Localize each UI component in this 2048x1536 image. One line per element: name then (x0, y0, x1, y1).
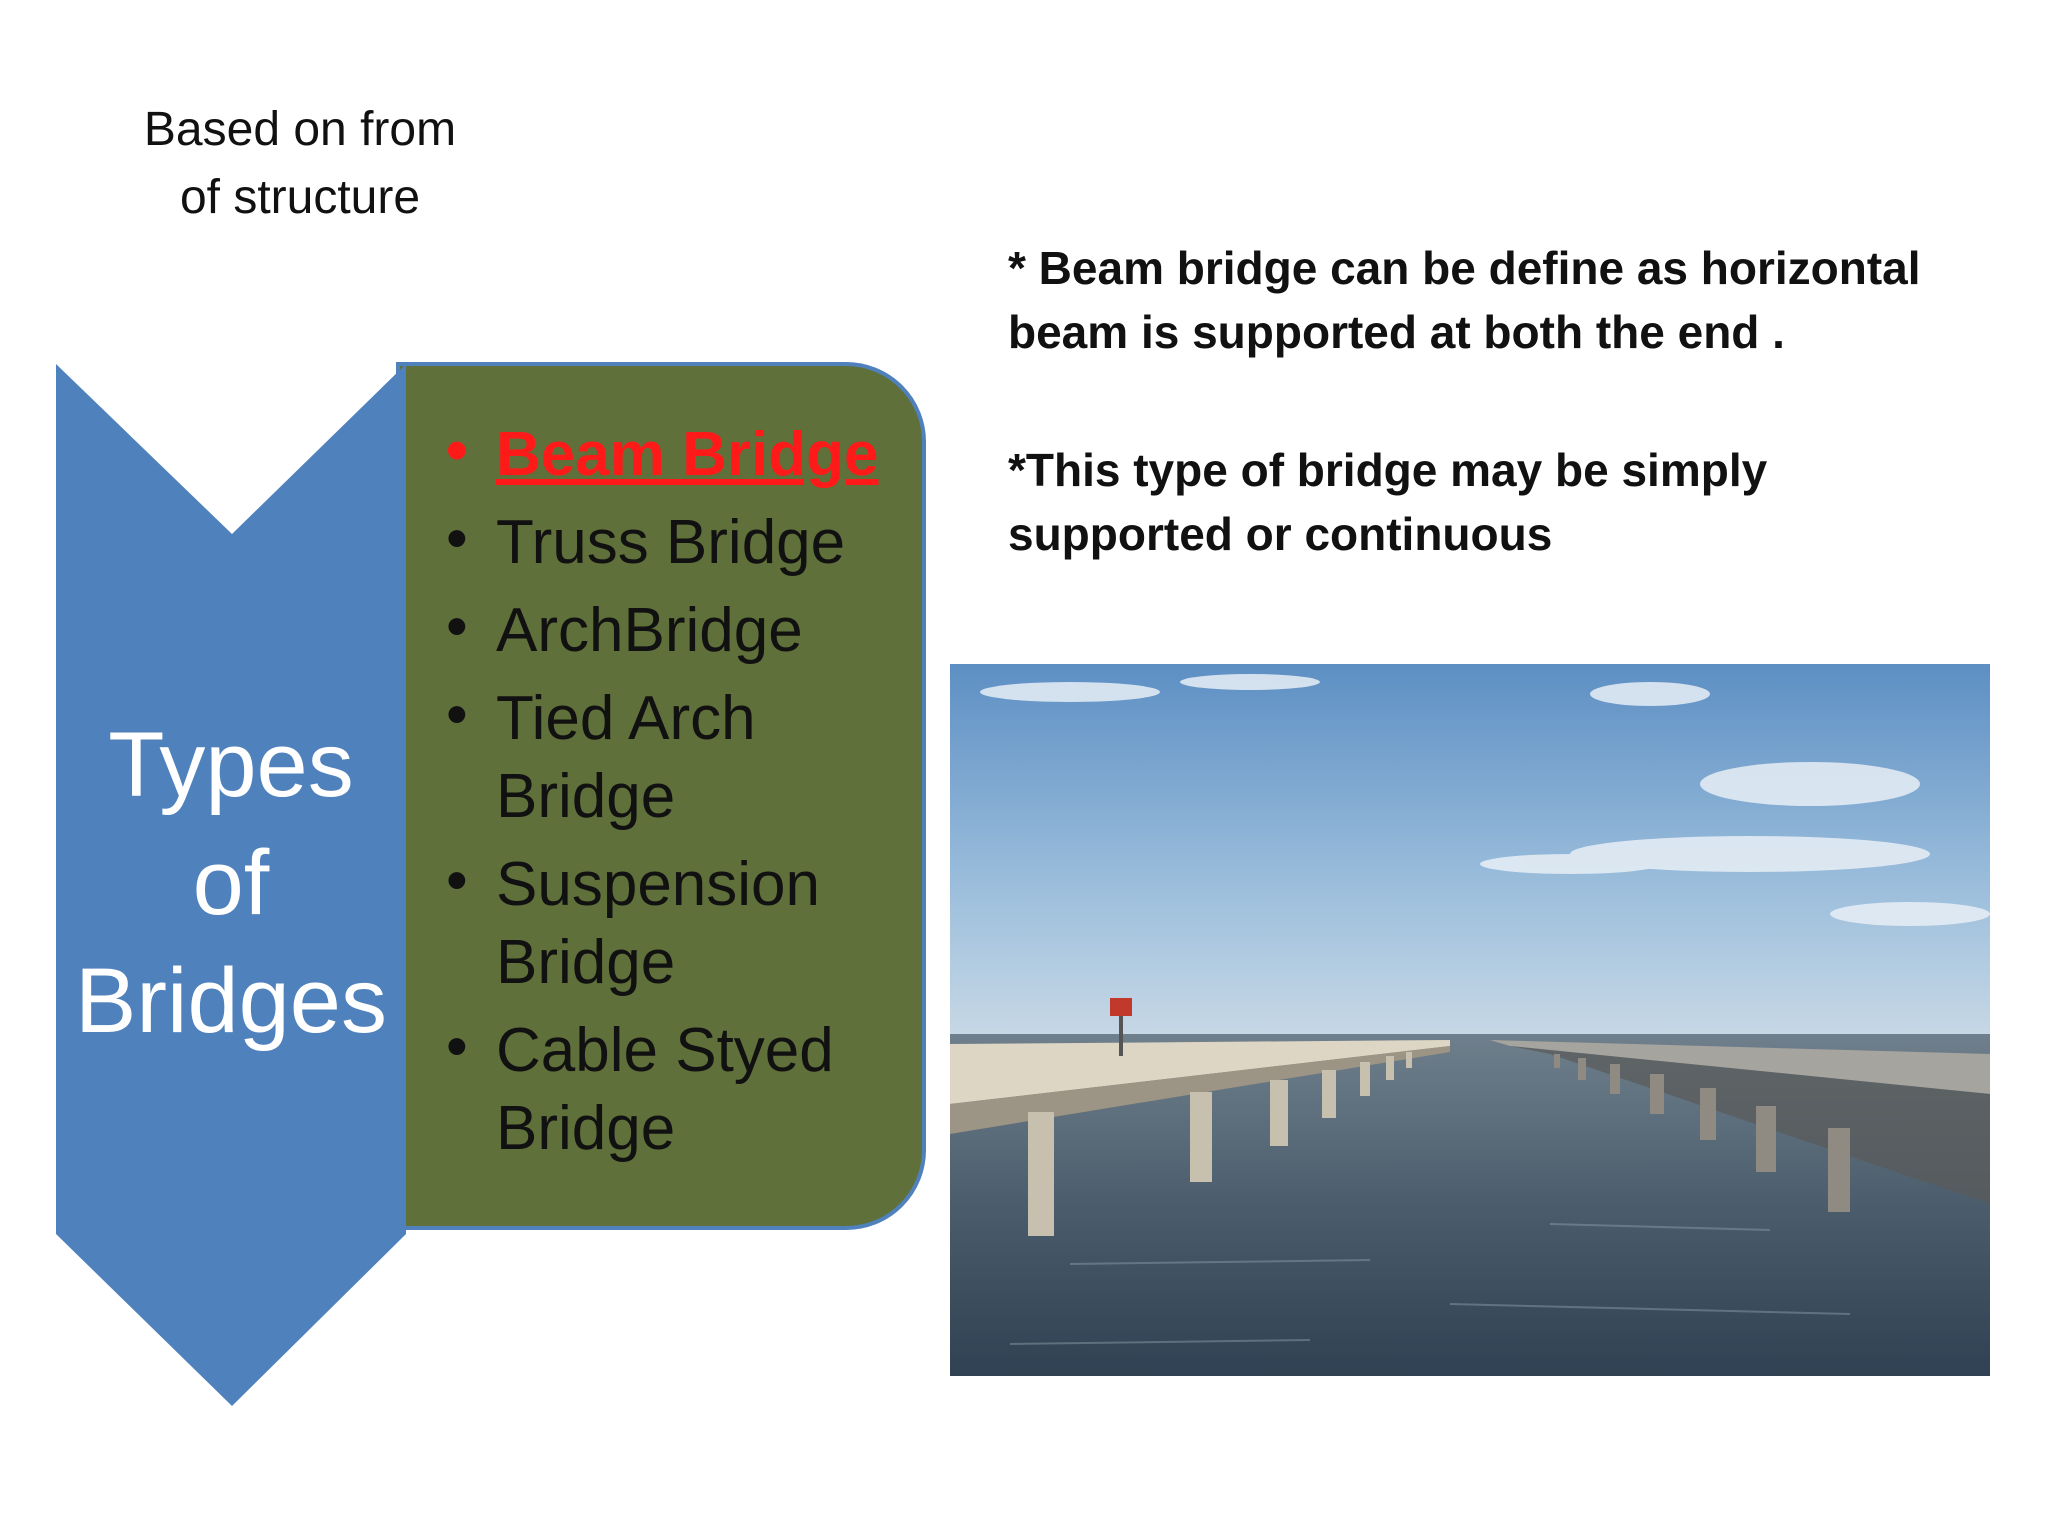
list-item: • Beam Bridge (440, 416, 910, 494)
bullet-icon: • (446, 680, 468, 749)
list-item-label: Tied Arch Bridge (496, 684, 756, 831)
right-pilings (1554, 1054, 1850, 1212)
water-ripples (1009, 1223, 1851, 1345)
description-support-type: *This type of bridge may be simply suppo… (1008, 444, 1768, 560)
list-item: • ArchBridge (440, 592, 910, 670)
left-bridge-deck-side (950, 1046, 1450, 1134)
bullet-icon: • (446, 846, 468, 915)
bridge-photo-illustration (950, 664, 1990, 1376)
sign-post (1119, 1016, 1123, 1056)
list-item: • Tied Arch Bridge (440, 680, 910, 836)
bullet-icon: • (446, 1012, 468, 1081)
left-bridge-deck (950, 1040, 1450, 1104)
bullet-icon: • (446, 504, 468, 573)
list-item-label: Cable Styed Bridge (496, 1016, 834, 1163)
slide-subtitle: Based on from of structure (143, 103, 457, 224)
bullet-icon: • (446, 416, 468, 485)
road-sign (1110, 998, 1132, 1016)
description-definition: * Beam bridge can be define as horizonta… (1008, 242, 1921, 358)
list-item: • Cable Styed Bridge (440, 1012, 910, 1168)
bridge-types-list: • Beam Bridge • Truss Bridge • ArchBridge •… (440, 416, 910, 1178)
list-item-label: Beam Bridge (496, 420, 879, 489)
list-item-label: Truss Bridge (496, 508, 846, 577)
list-item: • Truss Bridge (440, 504, 910, 582)
chevron-label: Types of Bridges (75, 714, 387, 1052)
bullet-icon: • (446, 592, 468, 661)
left-pilings (1028, 1052, 1412, 1236)
chevron-shape (56, 364, 406, 1406)
clouds (980, 674, 1990, 926)
right-bridge-deck (1490, 1040, 1990, 1094)
right-bridge-deck-dark (1510, 1046, 1990, 1204)
list-item: • Suspension Bridge (440, 846, 910, 1002)
list-item-label: Suspension Bridge (496, 850, 821, 997)
beam-bridge-photo (950, 664, 1990, 1376)
types-panel (396, 362, 926, 1230)
list-item-label: ArchBridge (496, 596, 803, 665)
